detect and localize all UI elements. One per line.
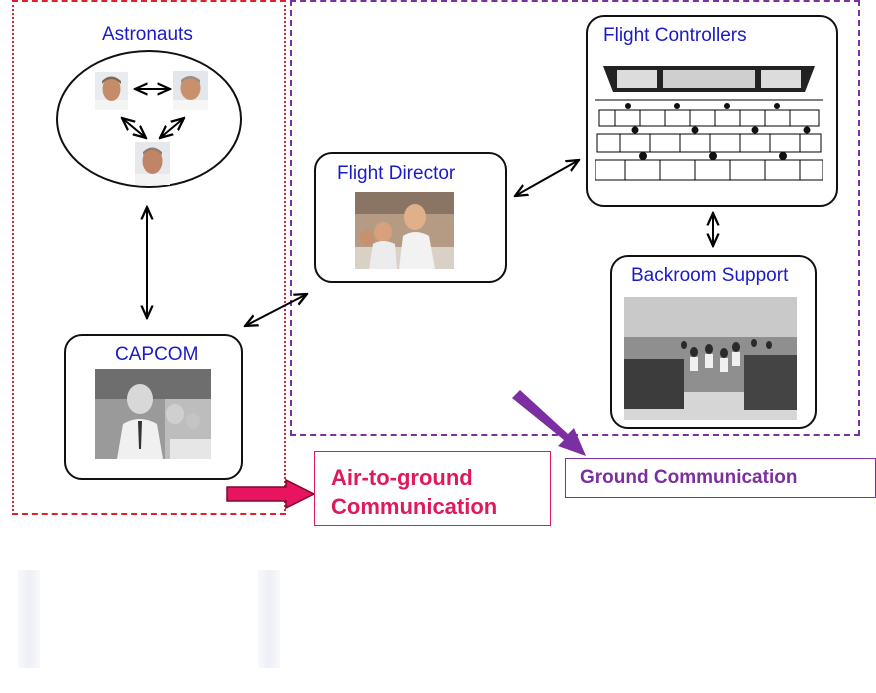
faint-artifact-right <box>258 570 280 668</box>
flight-director-photo <box>355 192 454 269</box>
astronaut-portrait-1 <box>95 72 128 110</box>
air-to-ground-region <box>12 0 286 515</box>
astronaut-portrait-2 <box>173 71 208 110</box>
air-to-ground-arrow <box>226 478 316 510</box>
ground-arrow <box>512 390 586 456</box>
backroom-photo <box>624 297 797 420</box>
ground-legend-text: Ground Communication <box>580 467 798 488</box>
faint-artifact-left <box>18 570 40 668</box>
flight-director-title: Flight Director <box>337 163 456 184</box>
ground-legend: Ground Communication <box>565 458 876 498</box>
capcom-photo <box>95 369 211 459</box>
astronauts-title: Astronauts <box>102 24 193 45</box>
backroom-support-title: Backroom Support <box>631 265 789 286</box>
mission-control-sketch <box>595 60 823 186</box>
flight-controllers-title: Flight Controllers <box>603 25 747 46</box>
astronaut-portrait-3 <box>135 142 170 185</box>
capcom-title: CAPCOM <box>115 344 199 365</box>
